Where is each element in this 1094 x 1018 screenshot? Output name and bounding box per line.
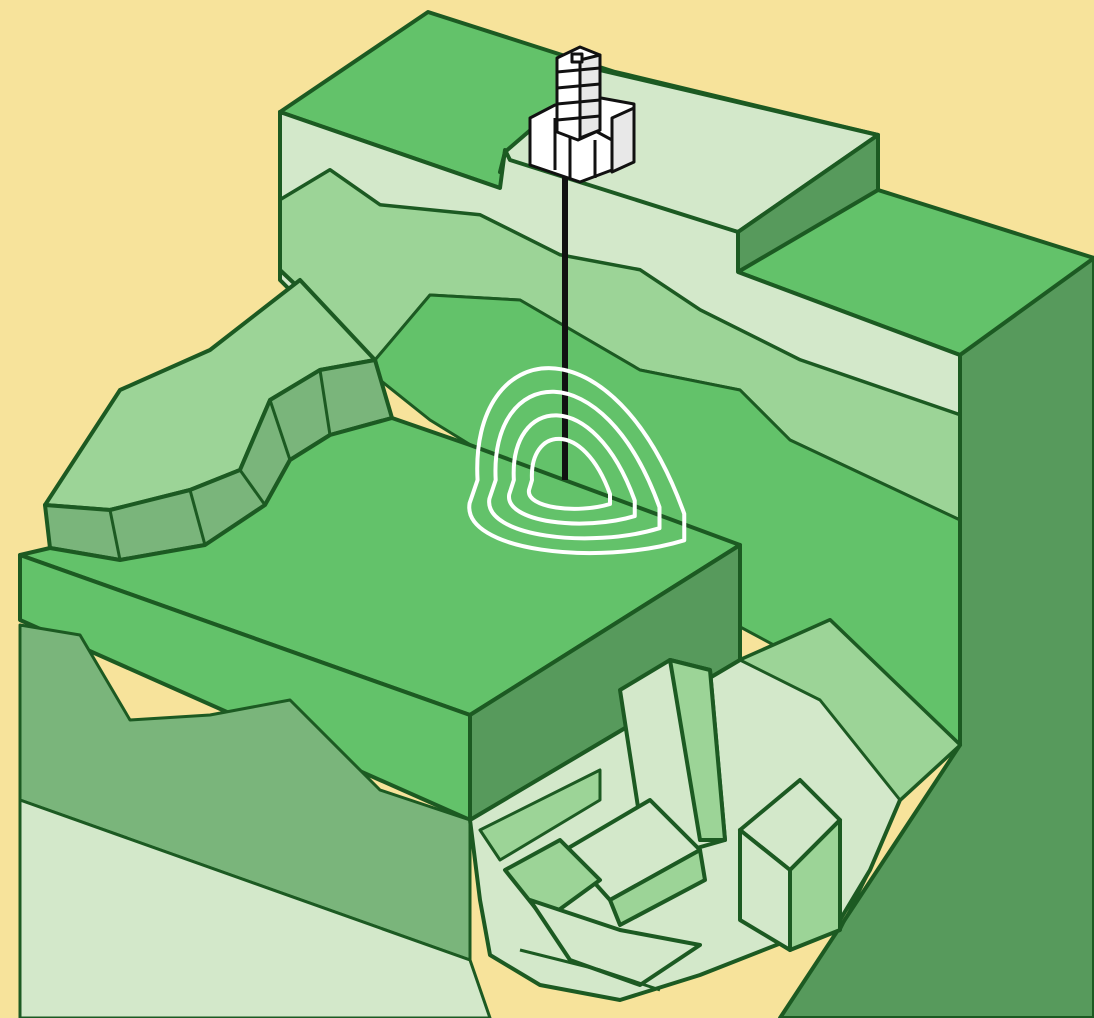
underground-cavern: [468, 618, 962, 1002]
seismic-ripple-ring: [527, 436, 612, 511]
drilling-rig: [528, 45, 636, 184]
seismic-ripple-ring: [487, 389, 662, 541]
seismic-ripples: [467, 366, 687, 555]
seismic-ripple-ring: [507, 413, 637, 526]
seismic-ripple-ring: [467, 366, 687, 555]
